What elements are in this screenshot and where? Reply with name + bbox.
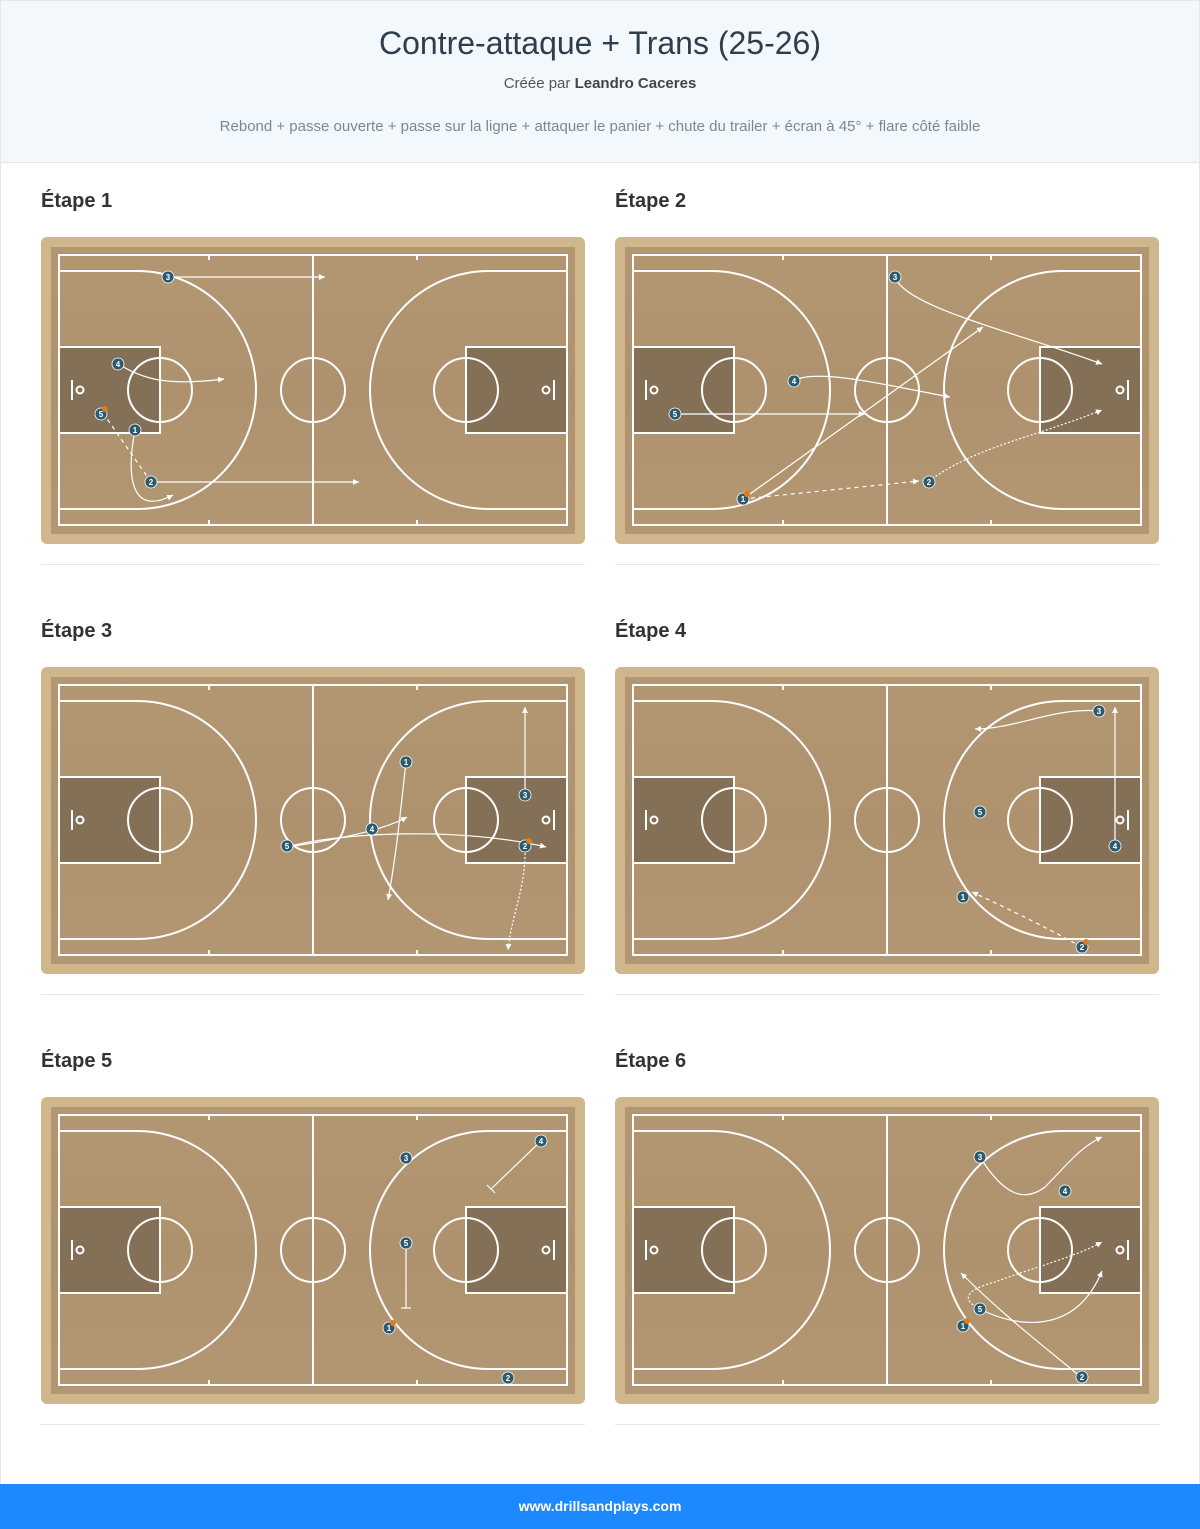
players <box>94 270 175 489</box>
play-title: Contre-attaque + Trans (25-26) <box>378 25 821 61</box>
court-diagram[interactable] <box>615 667 1159 974</box>
byline: Créée par Leandro Caceres <box>1 75 1199 92</box>
court-svg <box>41 237 585 544</box>
step-6: Étape 6 <box>615 1050 1159 1425</box>
court-diagram[interactable] <box>41 667 585 974</box>
step-title: Étape 3 <box>41 620 113 642</box>
step-title: Étape 4 <box>615 620 687 642</box>
step-title: Étape 5 <box>41 1050 113 1072</box>
step-2: Étape 2 <box>615 190 1159 565</box>
court-diagram[interactable] <box>615 237 1159 544</box>
step-divider <box>41 564 585 565</box>
site-footer: www.drillsandplays.com <box>0 1484 1200 1529</box>
step-title: Étape 2 <box>615 190 687 212</box>
step-divider <box>41 994 585 995</box>
play-header: Contre-attaque + Trans (25-26) Créée par… <box>1 1 1199 163</box>
step-5: Étape 5 <box>41 1050 585 1425</box>
court-diagram[interactable] <box>41 1097 585 1404</box>
actions <box>102 274 359 502</box>
play-description: Rebond + passe ouverte + passe sur la li… <box>219 118 981 135</box>
step-4: Étape 4 <box>615 620 1159 995</box>
step-title: Étape 1 <box>41 190 113 212</box>
step-title: Étape 6 <box>615 1050 687 1072</box>
step-3: Étape 3 <box>41 620 585 995</box>
byline-prefix: Créée par <box>503 75 571 92</box>
step-divider <box>615 1424 1159 1425</box>
step-divider <box>41 1424 585 1425</box>
author-name: Leandro Caceres <box>574 75 697 92</box>
court-diagram[interactable] <box>41 237 585 544</box>
court-diagram[interactable] <box>615 1097 1159 1404</box>
footer-link[interactable]: www.drillsandplays.com <box>518 1498 682 1514</box>
step-1: Étape 1 <box>41 190 585 565</box>
step-divider <box>615 994 1159 995</box>
step-divider <box>615 564 1159 565</box>
